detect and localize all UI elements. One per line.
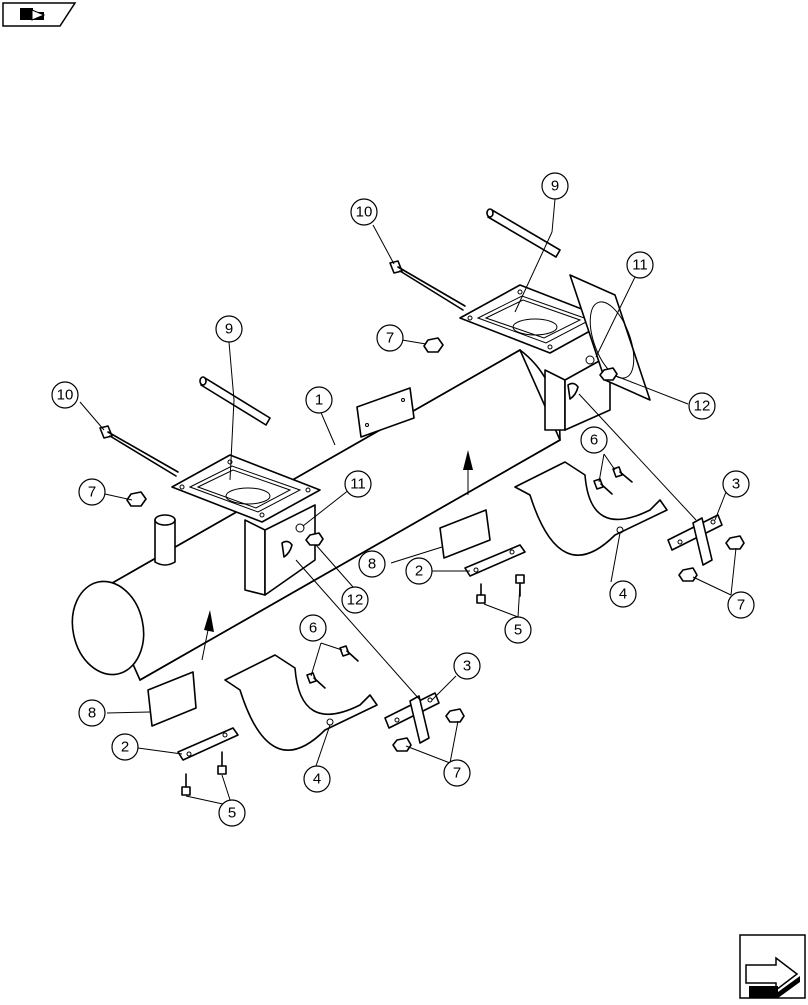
callout-part-1: 1 (305, 386, 333, 414)
long-bolt-part-10-right (389, 260, 466, 311)
svg-text:8: 8 (88, 705, 96, 722)
svg-text:9: 9 (551, 178, 559, 195)
svg-text:12: 12 (347, 592, 364, 609)
svg-text:2: 2 (121, 739, 129, 756)
callout-part-9: 9 (541, 172, 569, 200)
bolt-part-5 (181, 574, 525, 796)
latch-part-3-upper (667, 514, 723, 566)
svg-text:8: 8 (368, 556, 376, 573)
filler-pipe (154, 514, 176, 566)
callout-part-7: 7 (376, 324, 404, 352)
rod-part-9-right (486, 208, 561, 258)
callout-part-7: 7 (443, 759, 471, 787)
callout-part-8: 8 (78, 699, 106, 727)
callout-part-12: 12 (341, 586, 369, 614)
svg-text:7: 7 (453, 765, 461, 782)
callout-part-5: 5 (504, 616, 532, 644)
callout-part-3: 3 (722, 470, 750, 498)
rod-part-9-left (199, 376, 271, 426)
flow-arrow-upper (463, 450, 473, 495)
svg-text:3: 3 (732, 476, 740, 493)
callout-part-6: 6 (580, 426, 608, 454)
svg-text:4: 4 (313, 771, 321, 788)
nut-part-7 (126, 337, 745, 752)
callout-part-9: 9 (215, 315, 243, 343)
callout-part-5: 5 (218, 799, 246, 827)
callout-part-2: 2 (405, 557, 433, 585)
svg-text:5: 5 (514, 622, 522, 639)
svg-text:5: 5 (228, 805, 236, 822)
callout-part-8: 8 (358, 550, 386, 578)
svg-text:1: 1 (315, 392, 323, 409)
svg-text:11: 11 (632, 257, 648, 274)
bolt-part-6 (306, 466, 633, 689)
callout-part-10: 10 (51, 381, 79, 409)
strap-plate-part-2-upper (464, 544, 526, 577)
svg-text:7: 7 (88, 484, 96, 501)
u-strap-part-4-upper (514, 461, 668, 556)
plate-part-8-upper (356, 387, 415, 438)
callout-part-7: 7 (727, 591, 755, 619)
callout-part-6: 6 (299, 614, 327, 642)
callout-part-10: 10 (350, 198, 378, 226)
svg-text:4: 4 (619, 586, 627, 603)
svg-text:3: 3 (463, 658, 471, 675)
svg-text:9: 9 (225, 321, 233, 338)
svg-text:7: 7 (386, 330, 394, 347)
u-strap-part-4-lower (224, 654, 378, 751)
svg-text:6: 6 (590, 432, 598, 449)
strap-plate-part-2-lower (177, 727, 239, 761)
callout-part-2: 2 (111, 733, 139, 761)
callout-part-11: 11 (344, 470, 372, 498)
svg-text:10: 10 (356, 204, 373, 221)
callout-part-11: 11 (626, 251, 654, 279)
flow-arrow-lower (201, 610, 214, 661)
svg-text:6: 6 (309, 620, 317, 637)
callout-part-7: 7 (78, 478, 106, 506)
right-mount-bracket (459, 274, 651, 431)
callout-part-4: 4 (303, 765, 331, 793)
svg-text:10: 10 (57, 387, 74, 404)
next-arrow-icon (745, 956, 800, 998)
next-page-button[interactable] (739, 934, 806, 999)
svg-text:12: 12 (694, 398, 711, 415)
plate-part-8-middle (439, 509, 491, 559)
back-arrow-icon (20, 8, 46, 21)
svg-text:11: 11 (350, 476, 366, 493)
back-page-button[interactable] (2, 2, 77, 27)
long-bolt-part-10-left (99, 425, 179, 477)
svg-text:7: 7 (737, 597, 745, 614)
svg-text:2: 2 (415, 563, 423, 580)
left-mount-bracket (171, 454, 321, 596)
latch-part-3-lower (384, 692, 440, 744)
plate-part-8-lower (147, 671, 197, 727)
callout-part-4: 4 (609, 580, 637, 608)
callout-part-12: 12 (688, 392, 716, 420)
callout-part-3: 3 (453, 652, 481, 680)
